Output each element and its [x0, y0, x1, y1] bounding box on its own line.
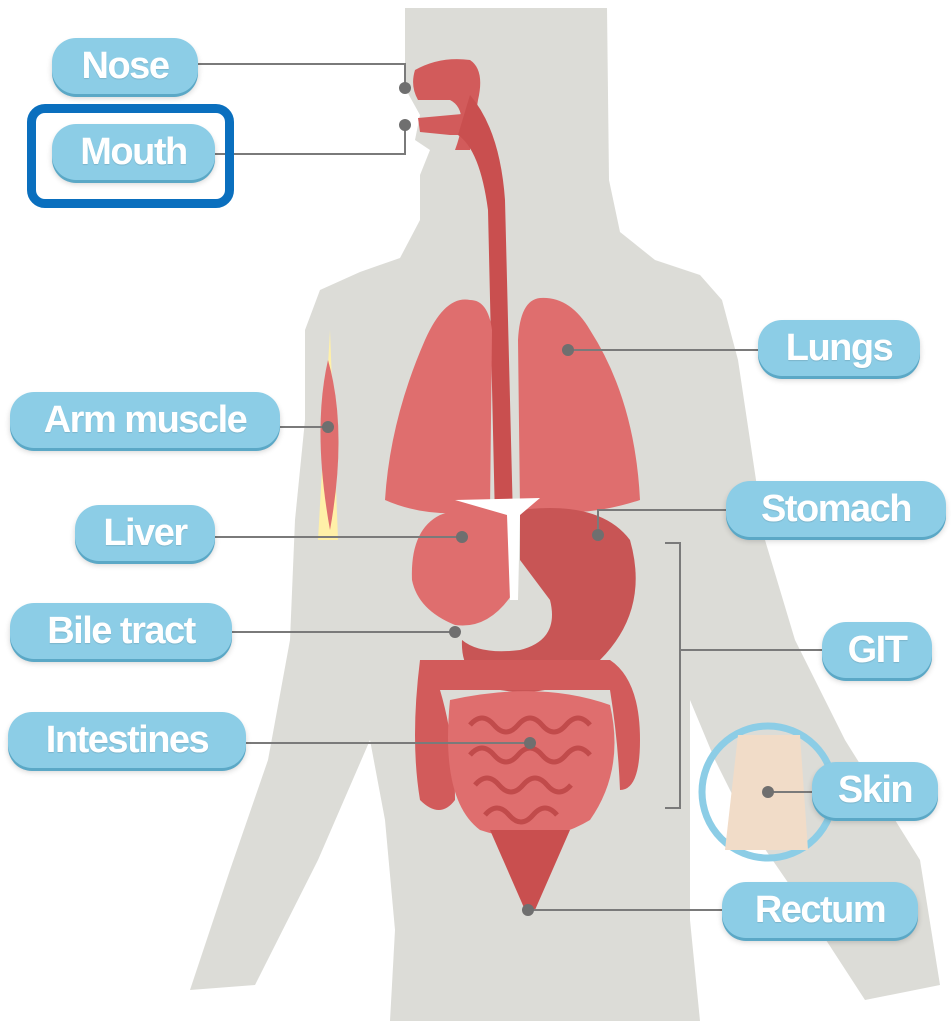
label-nose: Nose — [52, 38, 198, 94]
mouth-highlight-box — [27, 104, 234, 208]
label-stomach: Stomach — [726, 481, 946, 537]
label-intestines: Intestines — [8, 712, 246, 768]
label-arm-muscle: Arm muscle — [10, 392, 280, 448]
label-bile-tract: Bile tract — [10, 603, 232, 659]
label-skin: Skin — [812, 762, 938, 818]
label-lungs: Lungs — [758, 320, 920, 376]
label-liver: Liver — [75, 505, 215, 561]
label-rectum: Rectum — [722, 882, 918, 938]
label-git: GIT — [822, 622, 932, 678]
